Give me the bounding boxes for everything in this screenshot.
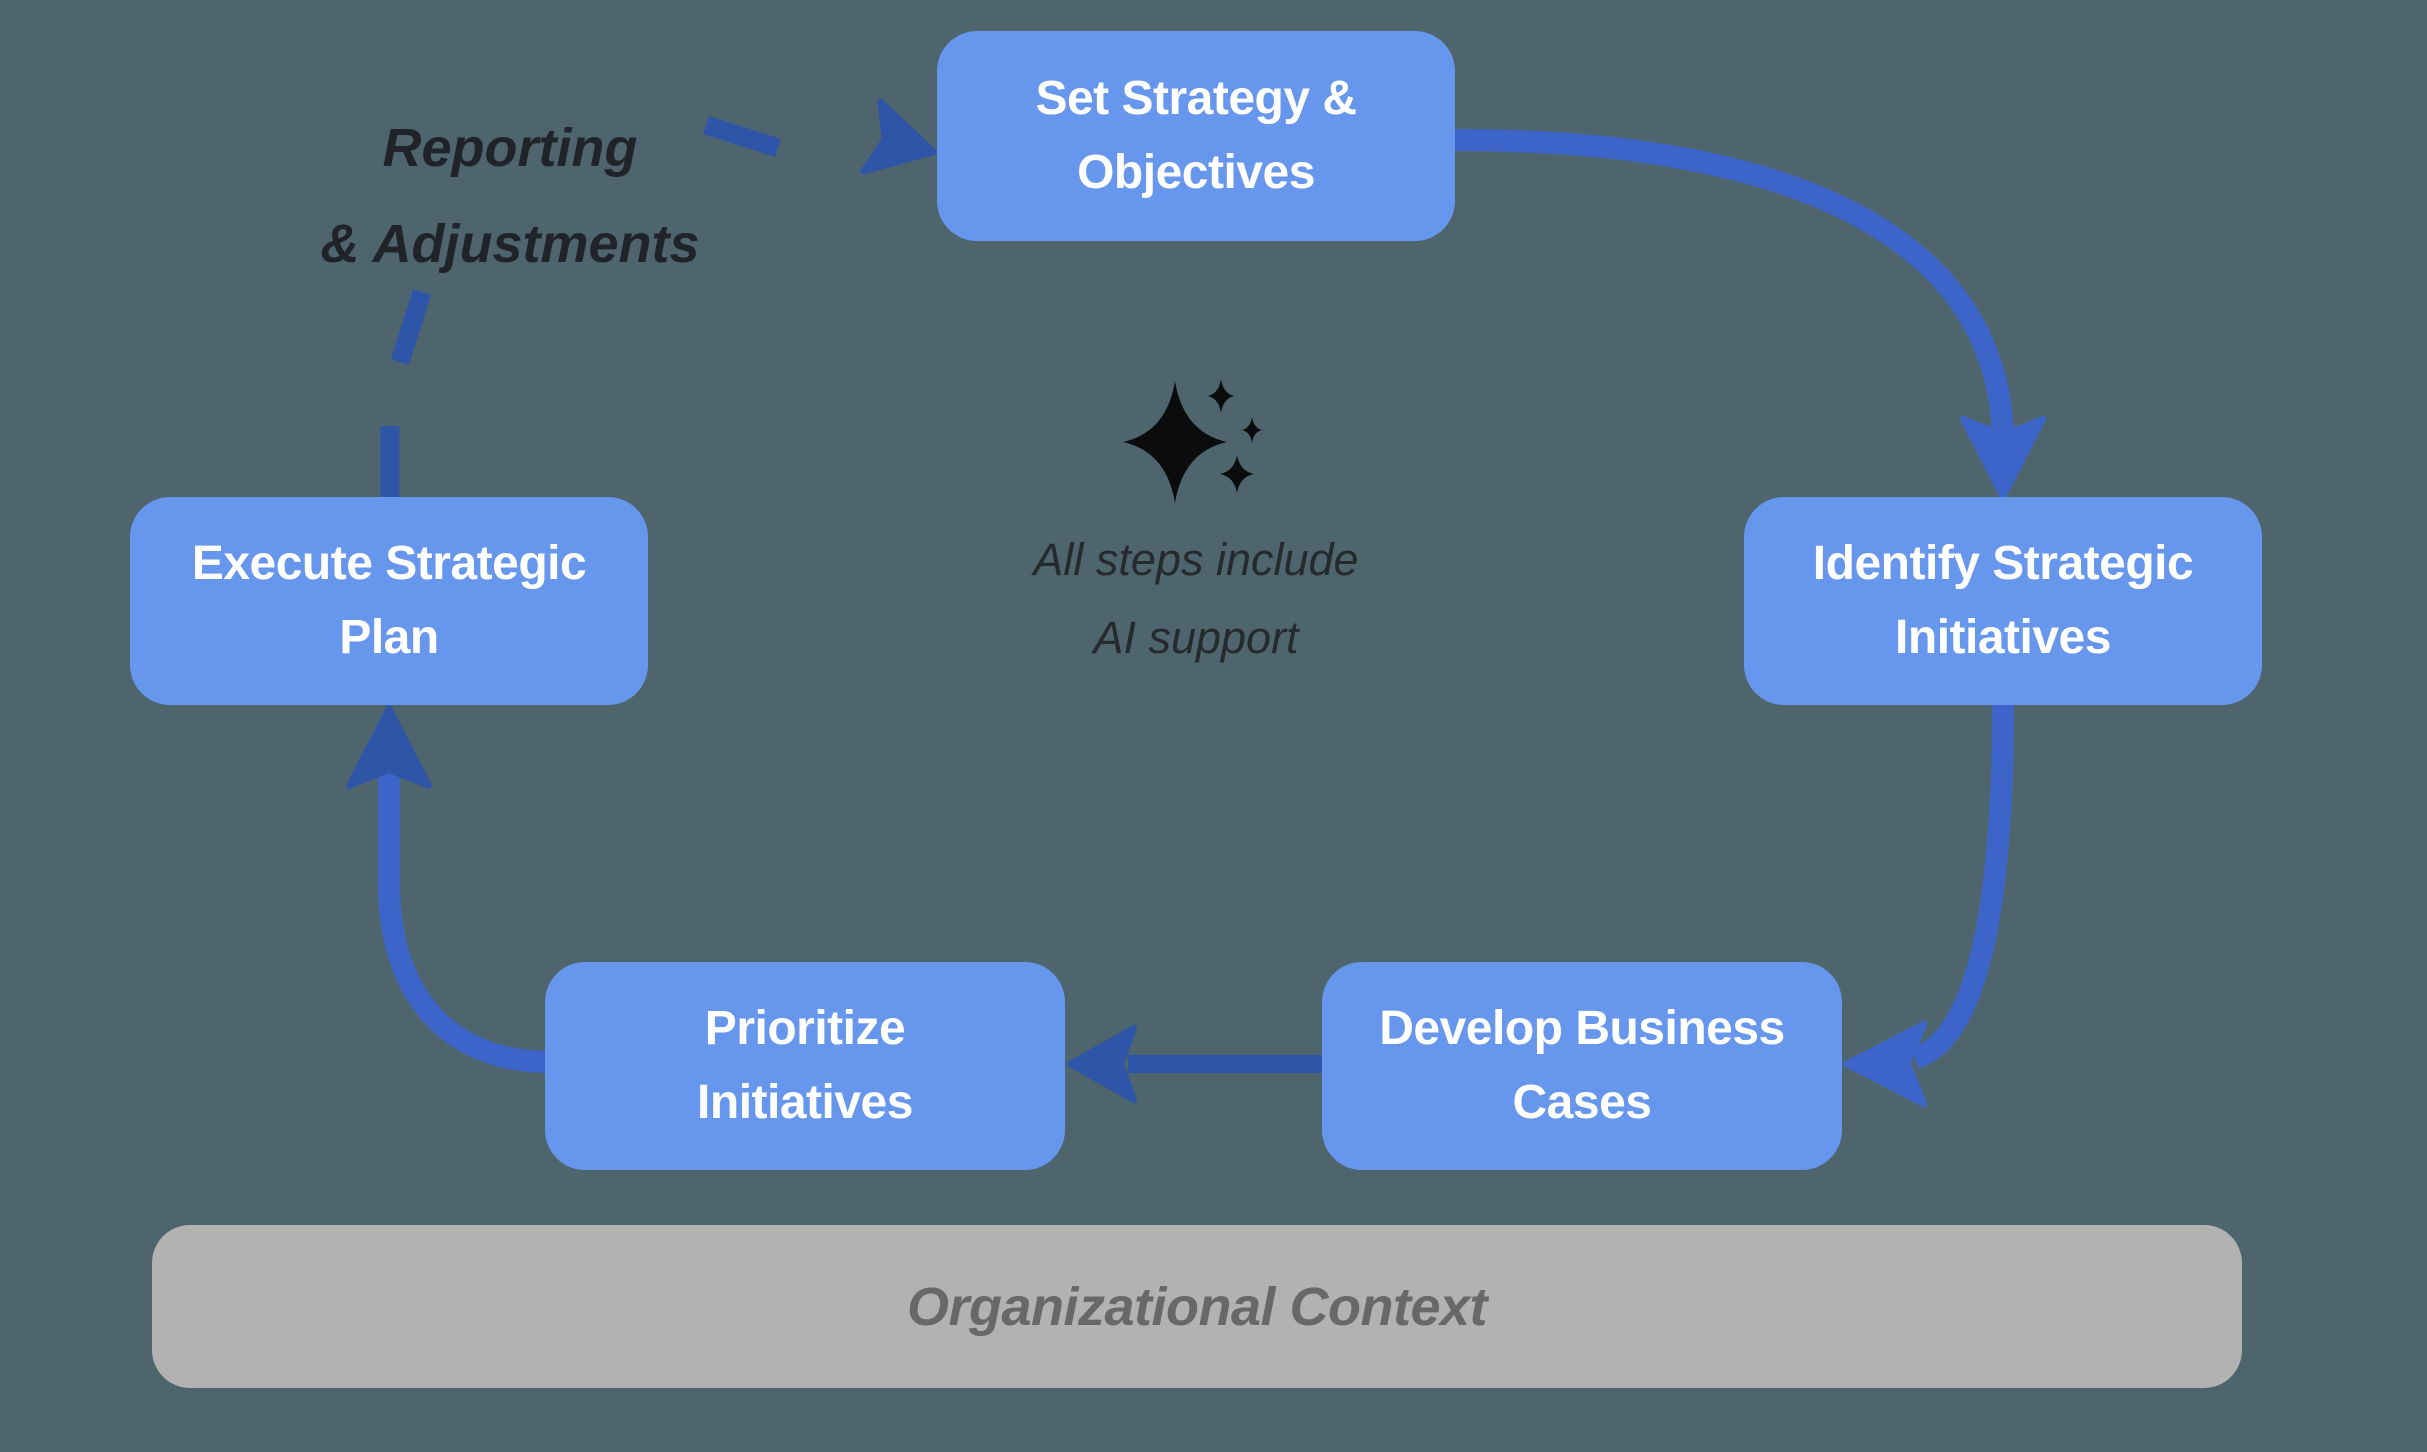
arrowhead-into-identify xyxy=(1960,416,2046,500)
arrow-identify-to-develop xyxy=(1911,704,2014,1069)
arrowhead-into-prioritize xyxy=(1067,1025,1137,1103)
context-bar-label: Organizational Context xyxy=(906,1276,1488,1337)
sparkle-small-top xyxy=(1208,379,1234,413)
node-set-strategy: Set Strategy & Objectives xyxy=(937,31,1455,241)
sparkles-icon xyxy=(1123,379,1262,503)
feedback-label: Reporting & Adjustments xyxy=(320,118,700,274)
center-note: All steps include AI support xyxy=(1033,534,1359,663)
node-develop-cases: Develop Business Cases xyxy=(1322,962,1842,1170)
feedback-dash-2 xyxy=(390,289,432,365)
node-prioritize-initiatives: Prioritize Initiatives xyxy=(545,962,1065,1170)
node-execute-plan: Execute Strategic Plan xyxy=(130,497,648,705)
sparkle-small-bottom xyxy=(1220,455,1254,493)
sparkle-large xyxy=(1123,381,1227,503)
arrowhead-into-execute xyxy=(346,705,432,789)
node-develop-cases-label: Develop Business Cases xyxy=(1379,1002,1785,1129)
context-bar: Organizational Context xyxy=(152,1225,2242,1388)
node-identify-initiatives: Identify Strategic Initiatives xyxy=(1744,497,2262,705)
arrowhead-into-set xyxy=(860,98,937,175)
arrow-prioritize-to-execute xyxy=(378,765,547,1073)
node-prioritize-initiatives-label: Prioritize Initiatives xyxy=(697,1002,913,1129)
node-set-strategy-label: Set Strategy & Objectives xyxy=(1035,72,1357,199)
arrowhead-into-develop xyxy=(1843,1021,1927,1107)
arrow-set-to-identify xyxy=(1454,129,2014,446)
node-identify-initiatives-label: Identify Strategic Initiatives xyxy=(1812,537,2194,664)
node-execute-plan-label: Execute Strategic Plan xyxy=(191,537,587,664)
sparkle-tiny-right xyxy=(1242,417,1262,443)
